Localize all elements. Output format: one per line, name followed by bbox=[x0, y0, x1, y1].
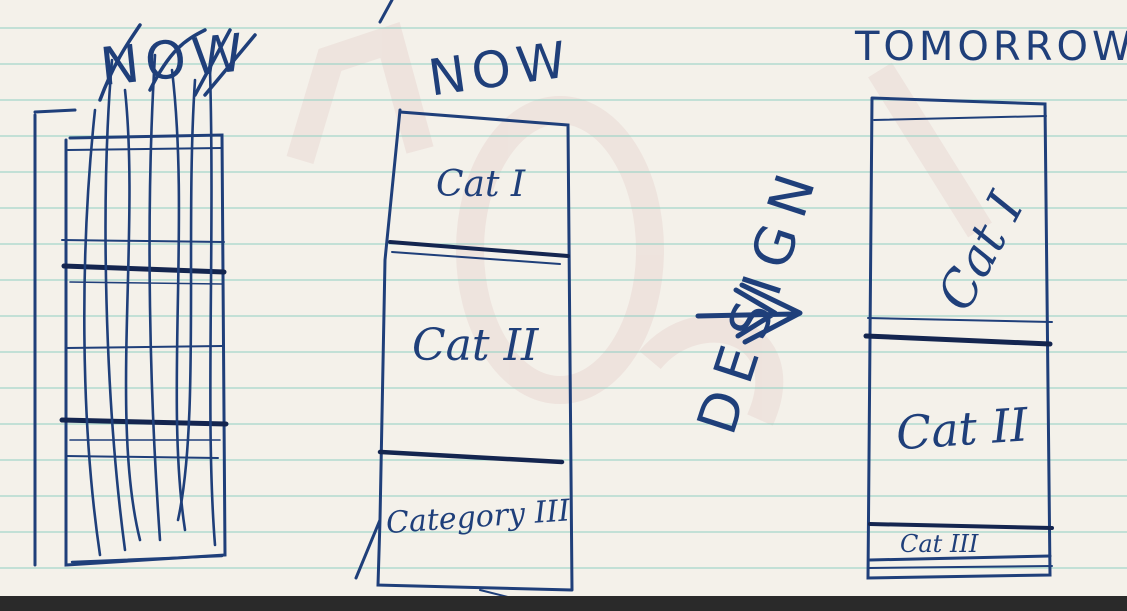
right-heading: TOMORROW bbox=[854, 24, 1127, 70]
middle-cat-2: Cat II bbox=[412, 320, 540, 371]
right-cat-3: Cat III bbox=[900, 530, 979, 558]
middle-cat-1: Cat I bbox=[436, 164, 526, 205]
scan-edge bbox=[0, 596, 1127, 611]
right-cat-2: Cat II bbox=[894, 397, 1030, 460]
